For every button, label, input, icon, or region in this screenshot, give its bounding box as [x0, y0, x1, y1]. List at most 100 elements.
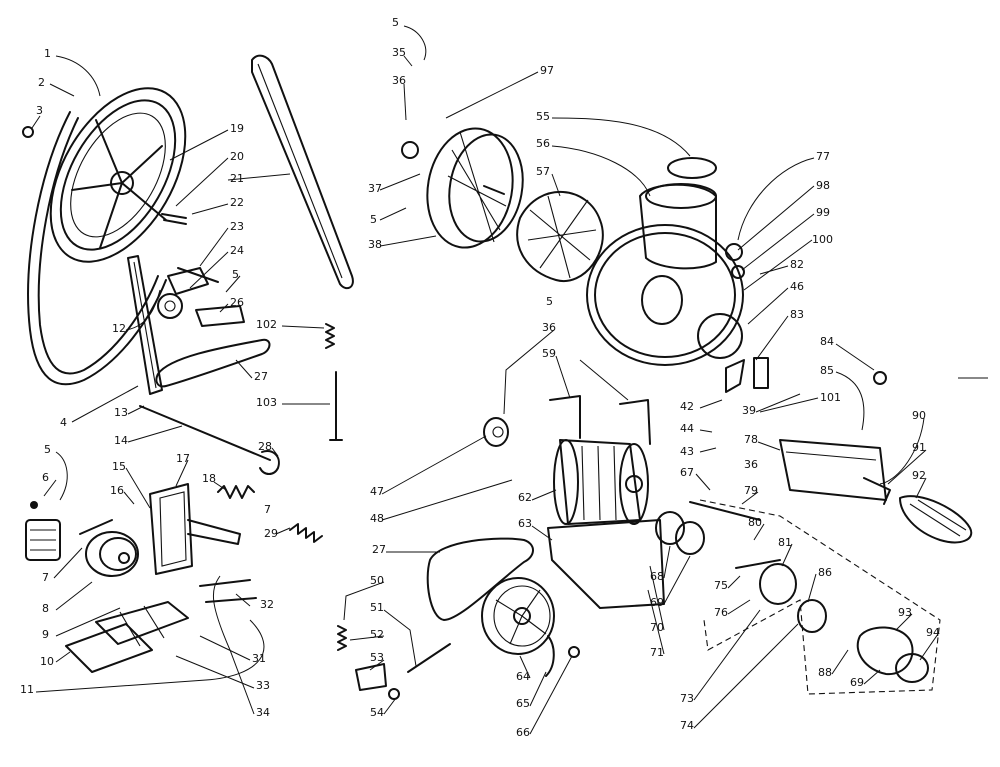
callout-42: 42 — [680, 400, 694, 413]
callout-4: 4 — [60, 416, 67, 429]
callout-78: 78 — [744, 433, 758, 446]
callout-65: 65 — [516, 697, 530, 710]
callout-69b: 69 — [850, 676, 864, 689]
callout-91: 91 — [912, 441, 926, 454]
blower-housing — [586, 157, 744, 366]
callout-71: 71 — [650, 646, 664, 659]
rod-51 — [407, 643, 451, 673]
callout-29: 29 — [264, 527, 278, 540]
callout-81: 81 — [778, 536, 792, 549]
gasket-55 — [667, 157, 717, 179]
callout-37: 37 — [368, 182, 382, 195]
motor-base-63 — [547, 519, 665, 609]
callout-98: 98 — [816, 179, 830, 192]
callout-97: 97 — [540, 64, 554, 77]
callout-5c: 5 — [232, 268, 239, 281]
rod-103 — [329, 371, 343, 441]
callout-57: 57 — [536, 165, 550, 178]
callout-28: 28 — [258, 440, 272, 453]
callout-5a: 5 — [392, 16, 399, 29]
large-drive-pulley — [49, 87, 187, 263]
callout-73: 73 — [680, 692, 694, 705]
v-belt-21 — [251, 54, 354, 290]
idler-arm — [127, 213, 245, 395]
motor-bracket-59 — [549, 395, 651, 445]
callout-43: 43 — [680, 445, 694, 458]
callout-31: 31 — [252, 652, 266, 665]
bracket-83 — [725, 359, 745, 393]
callout-3: 3 — [36, 104, 43, 117]
callout-59: 59 — [542, 347, 556, 360]
idler-belt-27 — [155, 338, 271, 388]
callout-21: 21 — [230, 172, 244, 185]
callout-35: 35 — [392, 46, 406, 59]
callout-labels: 1 2 3 4 5 5 5 5 5 6 7 7 8 9 10 11 12 13 … — [20, 16, 940, 739]
callout-15: 15 — [112, 460, 126, 473]
callout-26: 26 — [230, 296, 244, 309]
callout-83: 83 — [790, 308, 804, 321]
callout-94: 94 — [926, 626, 940, 639]
callout-85: 85 — [820, 364, 834, 377]
washer-98 — [725, 243, 743, 261]
pulley-8 — [79, 519, 139, 577]
callout-36c: 36 — [744, 458, 758, 471]
callout-76: 76 — [714, 606, 728, 619]
impeller-57 — [516, 191, 604, 283]
callout-80: 80 — [748, 516, 762, 529]
callout-1: 1 — [44, 47, 51, 60]
callout-84: 84 — [820, 335, 834, 348]
callout-46: 46 — [790, 280, 804, 293]
callout-62: 62 — [518, 491, 532, 504]
spring-52 — [337, 625, 347, 651]
callout-77: 77 — [816, 150, 830, 163]
spring-29 — [289, 523, 323, 543]
bracket-53 — [355, 663, 400, 700]
callout-17: 17 — [176, 452, 190, 465]
callout-53: 53 — [370, 651, 384, 664]
callout-36a: 36 — [392, 74, 406, 87]
clamp-93 — [856, 626, 929, 683]
callout-7b: 7 — [264, 503, 271, 516]
callout-18: 18 — [202, 472, 216, 485]
callout-47: 47 — [370, 485, 384, 498]
callout-74: 74 — [680, 719, 694, 732]
callout-69a: 69 — [650, 596, 664, 609]
shaft-assembly — [689, 501, 827, 633]
callout-55: 55 — [536, 110, 550, 123]
spring-102 — [325, 323, 335, 349]
main-motor-62 — [553, 439, 649, 525]
callout-19: 19 — [230, 122, 244, 135]
small-motor-7 — [25, 501, 61, 561]
nut-99 — [731, 265, 745, 279]
callout-10: 10 — [40, 655, 54, 668]
callout-66: 66 — [516, 726, 530, 739]
callout-44: 44 — [680, 422, 694, 435]
callout-48: 48 — [370, 512, 384, 525]
leader-lines — [31, 25, 988, 735]
screw-84 — [873, 371, 887, 385]
bracket-17 — [149, 483, 241, 575]
duct-78 — [779, 439, 887, 501]
callout-8: 8 — [42, 602, 49, 615]
callout-88: 88 — [818, 666, 832, 679]
callout-54: 54 — [370, 706, 384, 719]
callout-82: 82 — [790, 258, 804, 271]
rod-32 — [199, 579, 257, 603]
callout-100: 100 — [812, 233, 833, 246]
clip-65 — [545, 635, 555, 677]
callout-7a: 7 — [42, 571, 49, 584]
callout-5d: 5 — [44, 443, 51, 456]
callout-36b: 36 — [542, 321, 556, 334]
base-plate-10 — [65, 623, 153, 673]
callout-93: 93 — [898, 606, 912, 619]
callout-5b: 5 — [370, 213, 377, 226]
callout-38: 38 — [368, 238, 382, 251]
callout-79: 79 — [744, 484, 758, 497]
ring-46 — [697, 313, 743, 359]
callout-56: 56 — [536, 137, 550, 150]
callout-13: 13 — [114, 406, 128, 419]
callout-24: 24 — [230, 244, 244, 257]
callout-5e: 5 — [546, 295, 553, 308]
callout-2: 2 — [38, 76, 45, 89]
